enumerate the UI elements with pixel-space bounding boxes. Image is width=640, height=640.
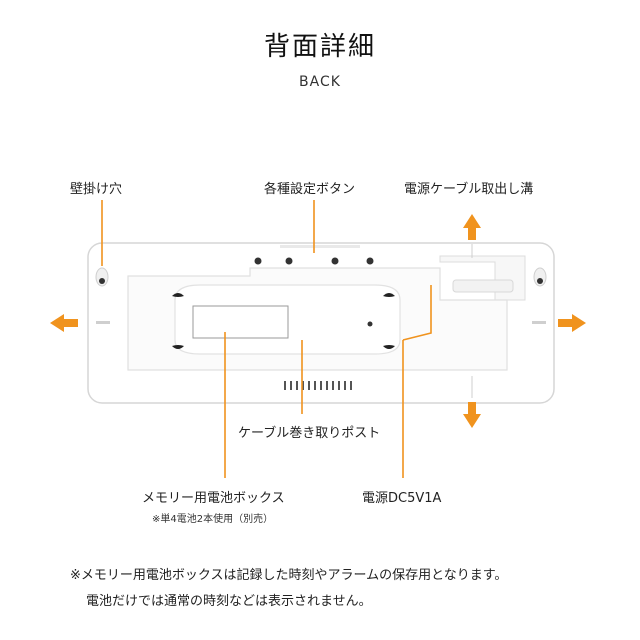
callout-cable-winding-post: ケーブル巻き取りポスト [238, 426, 381, 441]
post-clips [172, 293, 395, 349]
callout-power-input: 電源DC5V1A [362, 491, 442, 506]
footnote-line-1: ※メモリー用電池ボックスは記録した時刻やアラームの保存用となります。 [70, 568, 508, 583]
callout-lines [101, 200, 432, 478]
bottom-vent-grille [284, 381, 352, 390]
battery-usage-note: ※単4電池2本使用（別売） [152, 514, 274, 525]
callout-settings-buttons: 各種設定ボタン [264, 182, 356, 197]
cable-groove-slot [452, 279, 514, 293]
page-subtitle: BACK [299, 74, 341, 90]
dc-jack [367, 321, 373, 327]
side-clip-left [96, 321, 110, 324]
settings-buttons [254, 257, 374, 265]
callout-wall-hole: 壁掛け穴 [70, 182, 123, 197]
callout-cable-outlet-groove: 電源ケーブル取出し溝 [404, 182, 534, 197]
callout-memory-battery-box: メモリー用電池ボックス [142, 491, 285, 506]
top-vent [280, 245, 360, 248]
page-title: 背面詳細 [263, 32, 376, 62]
arrow-icon [50, 214, 586, 428]
battery-box [192, 305, 289, 339]
footnote-line-2: 電池だけでは通常の時刻などは表示されません。 [86, 594, 372, 609]
side-clip-right [532, 321, 546, 324]
wall-hole-left [95, 267, 109, 287]
wall-hole-right [533, 267, 547, 287]
